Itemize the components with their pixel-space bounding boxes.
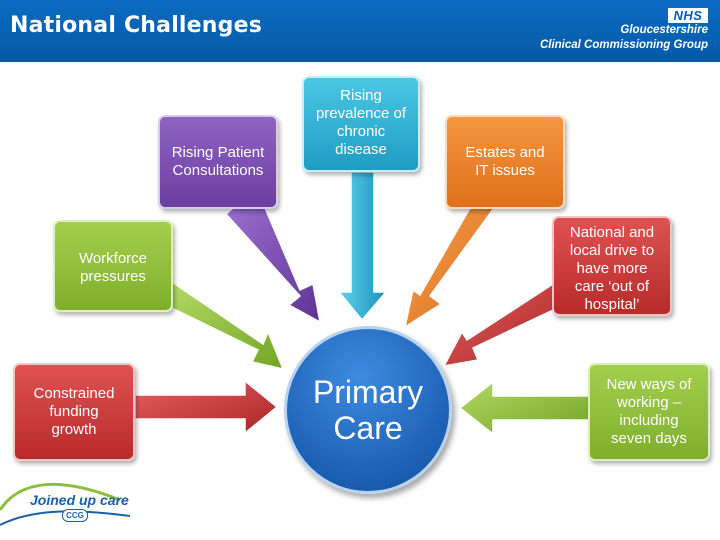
- ccg-badge: CCG: [62, 509, 88, 522]
- arrow-consultations: [224, 207, 322, 324]
- org-name-line1: Gloucestershire: [620, 24, 708, 36]
- arrow-new-ways: [458, 380, 591, 436]
- node-rising-prevalence: Rising prevalence of chronic disease: [302, 76, 420, 172]
- node-label: New ways of working – including seven da…: [606, 376, 692, 447]
- org-name-line2: Clinical Commissioning Group: [539, 39, 708, 51]
- node-workforce-pressures: Workforce pressures: [53, 220, 173, 312]
- center-primary-care: Primary Care: [284, 326, 452, 494]
- slide-title: National Challenges: [10, 13, 263, 38]
- footer-swoosh: [0, 482, 131, 526]
- node-estates-it: Estates and IT issues: [445, 115, 565, 209]
- node-label: Estates and IT issues: [465, 144, 545, 179]
- node-label: Rising Patient Consultations: [171, 144, 265, 179]
- nhs-logo: NHS: [668, 8, 708, 23]
- arrow-national-drive: [442, 282, 554, 368]
- arrow-funding: [134, 379, 279, 435]
- arrow-prevalence: [337, 171, 388, 322]
- node-national-local-drive: National and local drive to have more ca…: [552, 216, 672, 316]
- node-new-ways-of-working: New ways of working – including seven da…: [588, 363, 710, 461]
- node-label: Workforce pressures: [78, 250, 148, 285]
- node-label: Rising prevalence of chronic disease: [315, 87, 407, 158]
- node-constrained-funding: Constrained funding growth: [13, 363, 135, 461]
- arrow-workforce: [171, 280, 285, 371]
- center-label: Primary Care: [312, 374, 424, 446]
- node-label: Constrained funding growth: [33, 385, 115, 438]
- joined-up-care-logo: Joined up care: [30, 492, 129, 508]
- arrow-estates: [403, 207, 496, 329]
- node-label: National and local drive to have more ca…: [569, 224, 655, 313]
- title-bar: National Challenges NHS Gloucestershire …: [0, 0, 720, 62]
- node-rising-patient-consultations: Rising Patient Consultations: [158, 115, 278, 209]
